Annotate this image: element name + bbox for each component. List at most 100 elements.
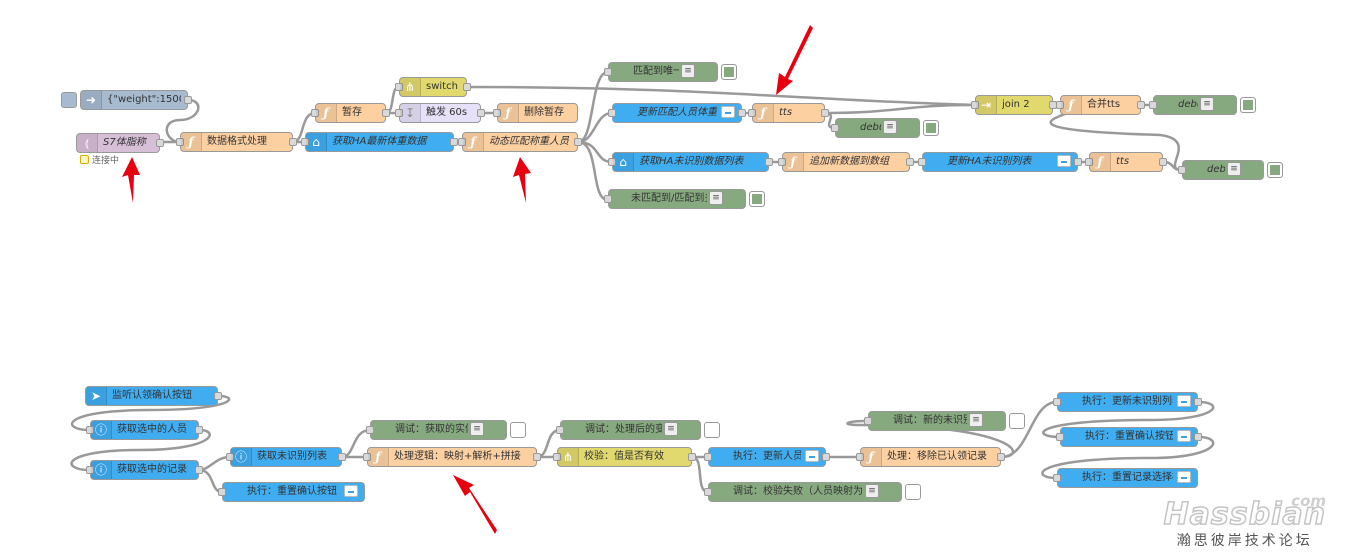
inject-node[interactable]: ➜ {"weight":1500} — [61, 90, 192, 110]
input-port[interactable] — [1085, 158, 1093, 166]
get-unrecognized-list-node[interactable]: ⓘ 获取未识别列表 — [226, 447, 346, 467]
get-record-node[interactable]: ⓘ 获取选中的记录 — [86, 460, 203, 480]
debug-3-node[interactable]: debug 3 ≡ — [831, 118, 939, 138]
output-port[interactable] — [1074, 158, 1082, 166]
output-port[interactable] — [997, 453, 1005, 461]
output-port[interactable] — [338, 453, 346, 461]
output-port[interactable] — [533, 453, 541, 461]
tts-function-node-1[interactable]: ƒ tts — [748, 103, 829, 123]
input-port[interactable] — [1178, 166, 1186, 174]
debug-list-icon[interactable]: ≡ — [865, 484, 879, 498]
debug-list-icon[interactable]: ≡ — [1227, 162, 1241, 176]
delete-store-node[interactable]: ƒ 删除暂存 — [493, 103, 578, 123]
format-function-node[interactable]: ƒ 数据格式处理 — [176, 132, 297, 152]
input-port[interactable] — [218, 488, 226, 496]
debug-toggle[interactable] — [749, 191, 765, 207]
output-port[interactable] — [738, 109, 746, 117]
output-port[interactable] — [765, 158, 773, 166]
input-port[interactable] — [704, 453, 712, 461]
remove-claimed-node[interactable]: ƒ 处理：移除已认领记录 — [856, 447, 1005, 467]
input-port[interactable] — [366, 426, 374, 434]
debug-5-node[interactable]: debug 5 ≡ — [1149, 95, 1256, 115]
input-port[interactable] — [1149, 101, 1157, 109]
output-port[interactable] — [195, 466, 203, 474]
switch-node[interactable]: ⋔ switch — [395, 77, 471, 97]
exec-reset-select-node[interactable]: 执行：重置记录选择框 — [1053, 468, 1198, 488]
input-port[interactable] — [395, 83, 403, 91]
get-person-node[interactable]: ⓘ 获取选中的人员 — [86, 420, 203, 440]
trigger-node[interactable]: ↧ 触发 60s — [395, 103, 485, 123]
debug-match-unique[interactable]: 匹配到唯一一解 ≡ — [604, 62, 737, 82]
input-port[interactable] — [363, 453, 371, 461]
debug-list-icon[interactable]: ≡ — [1200, 97, 1214, 111]
debug-entity-node[interactable]: 调试：获取的实体值 ≡ — [366, 420, 526, 440]
input-port[interactable] — [918, 158, 926, 166]
input-port[interactable] — [864, 417, 872, 425]
input-port[interactable] — [778, 158, 786, 166]
output-port[interactable] — [450, 138, 458, 146]
input-port[interactable] — [704, 488, 712, 496]
input-port[interactable] — [86, 426, 94, 434]
output-port[interactable] — [574, 138, 582, 146]
input-port[interactable] — [1056, 433, 1064, 441]
output-port[interactable] — [822, 453, 830, 461]
input-port[interactable] — [748, 109, 756, 117]
debug-toggle[interactable] — [905, 484, 921, 500]
output-port[interactable] — [214, 392, 222, 400]
input-port[interactable] — [553, 453, 561, 461]
output-port[interactable] — [477, 109, 485, 117]
debug-toggle[interactable] — [721, 64, 737, 80]
output-port[interactable] — [463, 83, 471, 91]
input-port[interactable] — [311, 109, 319, 117]
output-port[interactable] — [156, 139, 164, 147]
input-port[interactable] — [1053, 398, 1061, 406]
input-port[interactable] — [604, 68, 612, 76]
debug-toggle[interactable] — [1267, 162, 1283, 178]
input-port[interactable] — [301, 138, 309, 146]
input-port[interactable] — [395, 109, 403, 117]
debug-list-icon[interactable]: ≡ — [969, 413, 983, 427]
debug-list-icon[interactable]: ≡ — [664, 422, 678, 436]
input-port[interactable] — [856, 453, 864, 461]
output-port[interactable] — [1137, 101, 1145, 109]
debug-validate-fail-node[interactable]: 调试：校验失败（人员映射为空） ≡ — [704, 482, 921, 502]
match-person-node[interactable]: ƒ 动态匹配称重人员 — [458, 132, 582, 152]
debug-list-icon[interactable]: ≡ — [470, 422, 484, 436]
debug-toggle[interactable] — [1240, 97, 1256, 113]
input-port[interactable] — [176, 138, 184, 146]
exec-update-weight-node[interactable]: 执行：更新人员体重 — [704, 447, 830, 467]
input-port[interactable] — [971, 101, 979, 109]
store-function-node[interactable]: ƒ 暂存 — [311, 103, 390, 123]
input-port[interactable] — [458, 138, 466, 146]
s7-scale-node[interactable]: ⦅ S7体脂称 — [76, 133, 164, 153]
merge-tts-node[interactable]: ƒ 合并tts — [1056, 95, 1145, 115]
tts-function-node-2[interactable]: ƒ tts — [1085, 152, 1167, 172]
get-unrecognized-node[interactable]: ⌂ 获取HA未识别数据列表 — [608, 152, 773, 172]
input-port[interactable] — [1053, 474, 1061, 482]
debug-new-unrecognized-node[interactable]: 调试：新的未识别列表 ≡ — [864, 411, 1025, 431]
get-ha-weight-node[interactable]: ⌂ 获取HA最新体重数据 — [301, 132, 458, 152]
output-port[interactable] — [195, 426, 203, 434]
reset-confirm-button-node[interactable]: 执行：重置确认按钮 — [218, 482, 365, 502]
debug-toggle[interactable] — [923, 120, 939, 136]
output-port[interactable] — [184, 96, 192, 104]
output-port[interactable] — [289, 138, 297, 146]
update-weight-node[interactable]: 更新匹配人员体重 — [608, 103, 746, 123]
output-port[interactable] — [1159, 158, 1167, 166]
exec-update-unrecognized-node[interactable]: 执行：更新未识别列表 — [1053, 392, 1202, 412]
input-port[interactable] — [493, 109, 501, 117]
debug-list-icon[interactable]: ≡ — [709, 191, 723, 205]
input-port[interactable] — [608, 158, 616, 166]
debug-list-icon[interactable]: ≡ — [681, 64, 695, 78]
debug-list-icon[interactable]: ≡ — [883, 120, 897, 134]
input-port[interactable] — [226, 453, 234, 461]
output-port[interactable] — [1194, 433, 1202, 441]
debug-toggle[interactable] — [1009, 413, 1025, 429]
output-port[interactable] — [821, 109, 829, 117]
validate-switch-node[interactable]: ⋔ 校验：值是否有效 — [553, 447, 696, 467]
append-data-node[interactable]: ƒ 追加新数据到数组 — [778, 152, 914, 172]
debug-toggle[interactable] — [704, 422, 720, 438]
process-logic-node[interactable]: ƒ 处理逻辑：映射+解析+拼接 — [363, 447, 541, 467]
debug-toggle[interactable] — [510, 422, 526, 438]
debug-no-match[interactable]: 未匹配到/匹配到多个 ≡ — [604, 189, 765, 209]
